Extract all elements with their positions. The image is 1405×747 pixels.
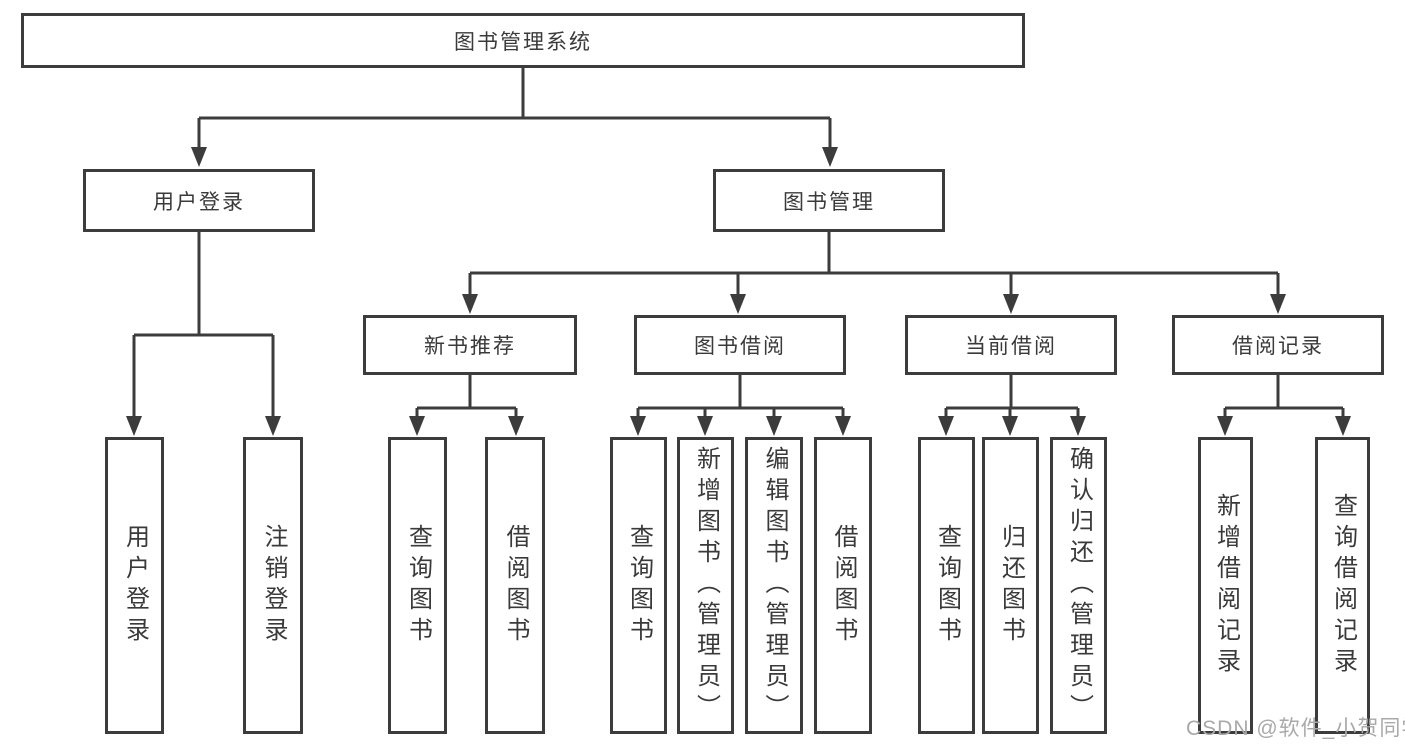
- leaf-query-borrow-record: 查询借阅记录: [1315, 437, 1370, 734]
- node-borrowing-records: 借阅记录: [1172, 315, 1384, 375]
- node-book-borrowing: 图书借阅: [634, 315, 846, 375]
- leaf-logout: 注销登录: [243, 437, 303, 734]
- leaf-return-books: 归还图书: [982, 437, 1039, 734]
- leaf-label: 查询图书: [933, 523, 961, 648]
- leaf-edit-book-admin: 编辑图书（管理员）: [745, 437, 803, 734]
- leaf-add-borrow-record: 新增借阅记录: [1198, 437, 1253, 734]
- node-label: 图书借阅: [694, 335, 786, 358]
- leaf-label: 查询图书: [625, 523, 653, 648]
- leaf-query-books-2: 查询图书: [610, 437, 667, 734]
- leaf-query-books: 查询图书: [388, 437, 447, 734]
- node-current-borrowing: 当前借阅: [905, 315, 1117, 375]
- leaf-borrow-books: 借阅图书: [485, 437, 545, 734]
- leaf-label: 新增借阅记录: [1212, 492, 1240, 679]
- arrowheads: [126, 147, 1351, 436]
- leaf-query-books-3: 查询图书: [918, 437, 975, 734]
- node-library-management-system: 图书管理系统: [21, 13, 1025, 68]
- leaf-borrow-books-2: 借阅图书: [814, 437, 872, 734]
- leaf-label: 新增图书（管理员）: [692, 446, 720, 725]
- leaf-confirm-return-admin: 确认归还（管理员）: [1050, 437, 1107, 734]
- leaf-label: 借阅图书: [502, 523, 529, 648]
- leaf-label: 查询借阅记录: [1329, 492, 1357, 679]
- leaf-label: 归还图书: [997, 523, 1025, 648]
- node-user-login: 用户登录: [83, 169, 315, 232]
- node-label: 用户登录: [153, 190, 245, 214]
- leaf-label: 编辑图书（管理员）: [761, 446, 788, 725]
- node-label: 当前借阅: [965, 335, 1057, 358]
- leaf-label: 查询图书: [404, 523, 432, 648]
- leaf-label: 借阅图书: [830, 523, 857, 648]
- leaf-label: 确认归还（管理员）: [1065, 446, 1093, 725]
- csdn-watermark: CSDN @软件_小贺同学: [1186, 717, 1405, 740]
- node-book-management: 图书管理: [713, 169, 945, 232]
- node-label: 借阅记录: [1232, 335, 1324, 358]
- leaf-label: 用户登录: [121, 523, 149, 648]
- leaf-add-book-admin: 新增图书（管理员）: [677, 437, 734, 734]
- node-label: 图书管理: [783, 190, 875, 214]
- node-label: 图书管理系统: [454, 30, 592, 54]
- node-label: 新书推荐: [424, 335, 516, 358]
- leaf-user-login: 用户登录: [105, 437, 164, 734]
- leaf-label: 注销登录: [260, 523, 287, 648]
- node-new-book-recommendation: 新书推荐: [363, 315, 577, 375]
